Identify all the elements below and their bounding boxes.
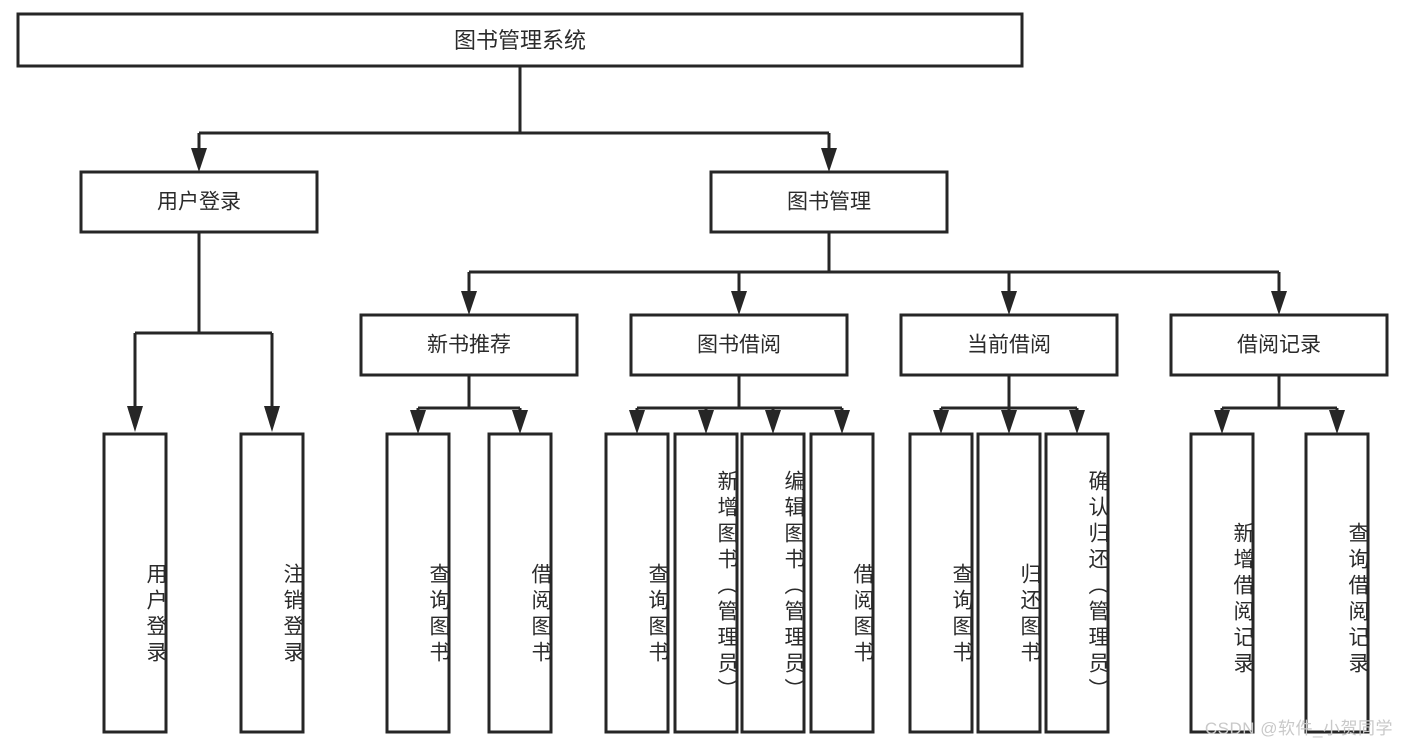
leaf-box-book-borrow-2[interactable] <box>673 432 739 734</box>
leaf-box-user-login-1[interactable] <box>102 432 168 734</box>
new-book-recommend-label: 新书推荐 <box>427 334 511 357</box>
borrow-record-label: 借阅记录 <box>1237 334 1321 357</box>
root-label: 图书管理系统 <box>454 28 586 53</box>
connector-borrow-record-to-leaves <box>1214 375 1345 434</box>
node-current-borrow[interactable]: 当前借阅 <box>899 313 1119 377</box>
leaf-box-book-borrow-3[interactable] <box>740 432 806 734</box>
connector-book-manage-to-level3 <box>461 232 1287 315</box>
node-user-login[interactable]: 用户登录 <box>79 170 319 234</box>
leaf-box-current-borrow-1[interactable] <box>908 432 974 734</box>
arrow-to-book-manage <box>821 148 837 172</box>
connector-root-to-level2 <box>191 66 837 172</box>
current-borrow-box[interactable] <box>899 313 1119 377</box>
connector-new-book-recommend-to-leaves <box>410 375 528 434</box>
leaf-box-user-login-2[interactable] <box>239 432 305 734</box>
node-borrow-record[interactable]: 借阅记录 <box>1169 313 1389 377</box>
leaf-box-current-borrow-3[interactable] <box>1044 432 1110 734</box>
node-book-borrow[interactable]: 图书借阅 <box>629 313 849 377</box>
current-borrow-label: 当前借阅 <box>967 334 1051 357</box>
connector-book-borrow-to-leaves <box>629 375 850 434</box>
node-root[interactable]: 图书管理系统 <box>16 12 1024 68</box>
leaf-box-borrow-record-1[interactable] <box>1189 432 1255 734</box>
connector-user-login-to-leaves <box>127 232 280 432</box>
arrow-to-user-login <box>191 148 207 172</box>
leaf-box-current-borrow-2[interactable] <box>976 432 1042 734</box>
user-login-label: 用户登录 <box>157 191 241 214</box>
leaf-box-book-borrow-1[interactable] <box>604 432 670 734</box>
node-book-manage[interactable]: 图书管理 <box>709 170 949 234</box>
leaf-box-new-book-2[interactable] <box>487 432 553 734</box>
leaf-box-new-book-1[interactable] <box>385 432 451 734</box>
leaf-box-borrow-record-2[interactable] <box>1304 432 1370 734</box>
node-new-book-recommend[interactable]: 新书推荐 <box>359 313 579 377</box>
book-manage-label: 图书管理 <box>787 191 871 214</box>
leaf-box-book-borrow-4[interactable] <box>809 432 875 734</box>
csdn-watermark: CSDN @软件_小贺同学 <box>1204 719 1393 738</box>
book-borrow-label: 图书借阅 <box>697 334 781 357</box>
root-box[interactable] <box>16 12 1024 68</box>
connector-current-borrow-to-leaves <box>933 375 1085 434</box>
new-book-recommend-box[interactable] <box>359 313 579 377</box>
user-login-box[interactable] <box>79 170 319 234</box>
